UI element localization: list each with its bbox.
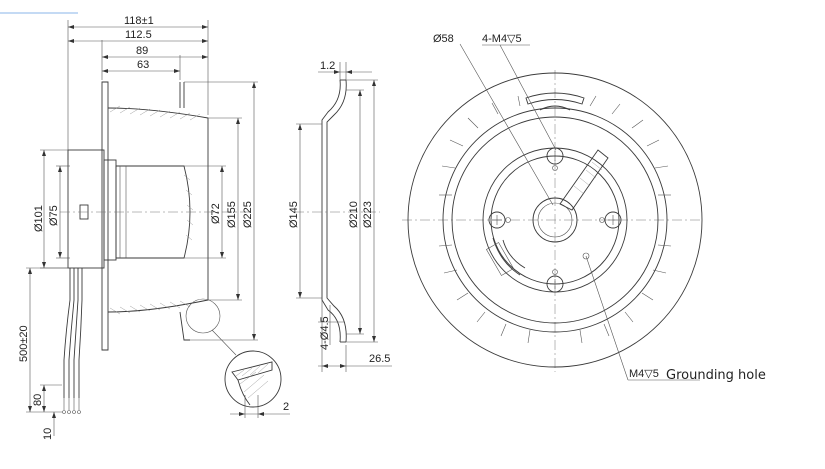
dim-112-5: 112.5 — [125, 29, 152, 41]
dim-63: 63 — [137, 59, 149, 71]
dim-m4-grounding-thread: M4▽5 — [629, 368, 659, 380]
screw-left — [488, 211, 506, 229]
section-view: 1.2 Ø145 Ø210 Ø223 4-Ø4.5 26.5 — [288, 60, 392, 372]
dim-holes-4-4-5: 4-Ø4.5 — [319, 316, 331, 350]
dim-dia-223: Ø223 — [362, 201, 374, 228]
front-view: Ø58 4-M4▽5 M4▽5 Grounding hole — [402, 33, 766, 383]
dim-dia-145: Ø145 — [288, 201, 300, 228]
dim-thickness-1-2: 1.2 — [320, 60, 335, 72]
dim-depth-26-5: 26.5 — [369, 353, 390, 365]
dim-strip-10: 10 — [42, 428, 54, 440]
grounding-hole-label: Grounding hole — [666, 368, 766, 383]
grounding-hole — [582, 252, 590, 260]
dim-dia-210: Ø210 — [348, 201, 360, 228]
dim-89: 89 — [136, 45, 148, 57]
dim-dia-72: Ø72 — [210, 203, 222, 224]
dim-cable-500: 500±20 — [18, 325, 30, 362]
dim-dia-101: Ø101 — [33, 205, 45, 232]
dim-dia-225: Ø225 — [242, 201, 254, 228]
dim-detail-2: 2 — [283, 401, 289, 413]
dim-strip-80: 80 — [32, 394, 44, 406]
screw-bottom — [546, 275, 564, 293]
screw-right — [604, 211, 622, 229]
dim-dia-75: Ø75 — [48, 205, 60, 226]
dim-118: 118±1 — [124, 15, 154, 27]
dim-dia-58: Ø58 — [433, 33, 454, 45]
dim-4-m4: 4-M4▽5 — [482, 33, 522, 45]
dim-dia-155: Ø155 — [226, 201, 238, 228]
side-view: 118±1 112.5 89 63 — [18, 15, 290, 440]
